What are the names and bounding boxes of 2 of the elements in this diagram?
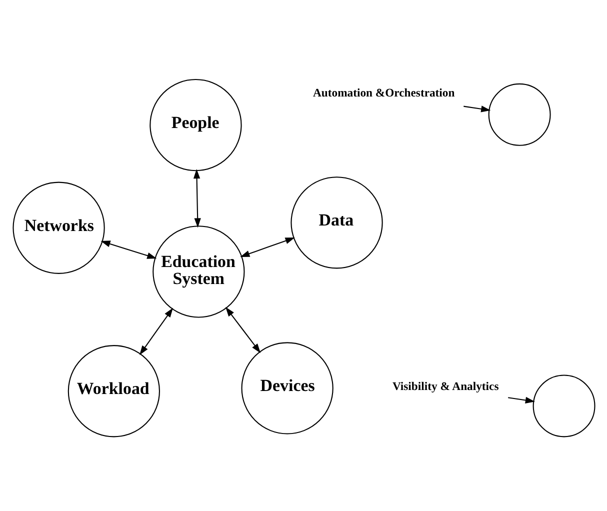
node-text: Automation &Orchestration <box>312 86 454 99</box>
node-text: Visibility & Analytics <box>392 380 498 393</box>
